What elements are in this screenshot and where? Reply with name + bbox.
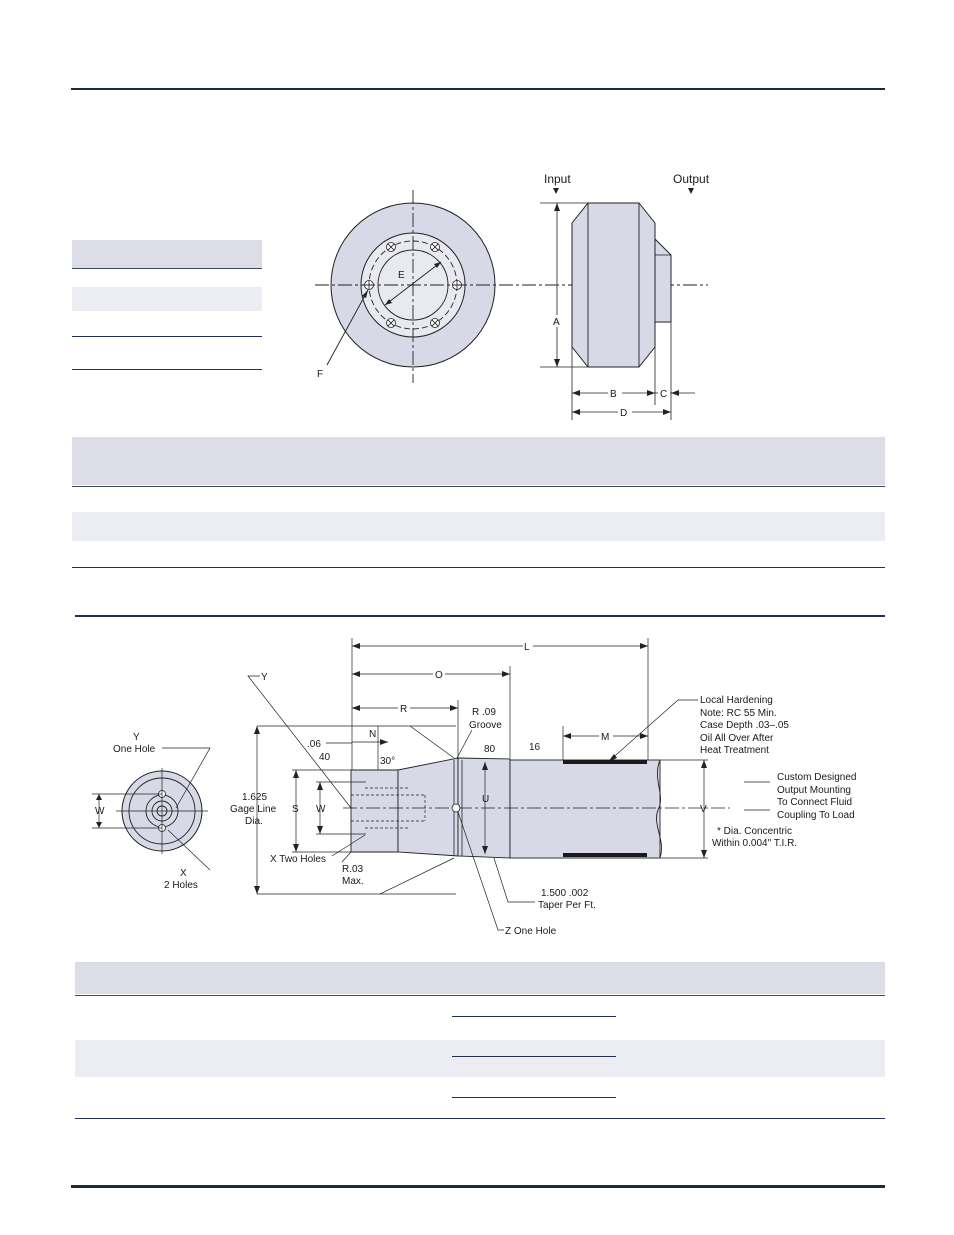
label-s: S	[292, 804, 299, 815]
taper-2: Taper Per Ft.	[538, 900, 596, 911]
shaft-break	[656, 759, 662, 859]
label-x-two-holes-2: 2 Holes	[164, 880, 198, 891]
dim-30: 30°	[380, 756, 395, 767]
label-y: Y	[261, 672, 268, 683]
label-o: O	[435, 670, 443, 681]
label-r: R	[400, 704, 407, 715]
label-x-two-holes: X	[180, 868, 187, 879]
table-1-divider	[72, 486, 885, 487]
table-1-header	[72, 437, 885, 485]
label-d: D	[620, 408, 627, 419]
label-l: L	[524, 642, 530, 653]
table-2-underline	[452, 1056, 616, 1057]
x-two-holes: X Two Holes	[270, 854, 326, 865]
custom-note: Custom Designed Output Mounting To Conne…	[777, 772, 856, 821]
input-arrow	[553, 188, 559, 194]
top-rule	[71, 88, 885, 90]
label-w: W	[316, 804, 326, 815]
hardening-note: Local Hardening Note: RC 55 Min. Case De…	[700, 695, 789, 756]
hardening-band-top	[563, 760, 647, 764]
svg-text:Note: RC 55 Min.: Note: RC 55 Min.	[700, 708, 777, 719]
dim-06: .06	[307, 739, 321, 750]
coupling-drawing: E F A B C D Input Output	[315, 172, 710, 420]
label-a: A	[553, 317, 560, 328]
hardening-band-bottom	[563, 853, 647, 857]
section-rule	[75, 615, 885, 617]
concentric-note: * Dia. Concentric Within 0.004" T.I.R.	[712, 826, 797, 849]
table-2-row	[75, 1040, 885, 1077]
table-1-row	[72, 512, 885, 541]
label-n: N	[369, 729, 376, 740]
label-output: Output	[673, 172, 710, 186]
z-one-hole: Z One Hole	[505, 926, 557, 937]
gage-1: 1.625	[242, 792, 267, 803]
coupling-side-hub	[654, 237, 672, 323]
label-w-end: W	[95, 806, 105, 817]
shaft-main	[509, 759, 661, 859]
svg-text:Within 0.004" T.I.R.: Within 0.004" T.I.R.	[712, 838, 797, 849]
gage-2: Gage Line	[230, 804, 277, 815]
label-y-one-hole: Y	[133, 732, 140, 743]
label-y-one-hole-2: One Hole	[113, 744, 156, 755]
table-2-underline	[452, 1097, 616, 1098]
threaded-bore	[351, 787, 426, 829]
bottom-rule	[71, 1185, 885, 1188]
dim-f-leader	[326, 289, 369, 366]
label-c: C	[660, 389, 667, 400]
label-m: M	[601, 732, 609, 743]
svg-text:Case Depth .03–.05: Case Depth .03–.05	[700, 720, 789, 731]
svg-text:Oil All Over After: Oil All Over After	[700, 733, 774, 744]
table-2-header	[75, 962, 885, 994]
small-table-header	[72, 240, 262, 268]
taper-1: 1.500 .002	[541, 888, 589, 899]
svg-text:Local Hardening: Local Hardening	[700, 695, 773, 706]
label-input: Input	[544, 172, 571, 186]
r03-1: R.03	[342, 864, 364, 875]
svg-text:Custom Designed: Custom Designed	[777, 772, 856, 783]
table-2-divider	[75, 995, 885, 996]
table-2-divider	[75, 1118, 885, 1119]
small-table-row	[72, 287, 262, 311]
shaft-taper	[397, 757, 459, 857]
svg-text:Output Mounting: Output Mounting	[777, 785, 851, 796]
small-table-divider	[72, 336, 262, 337]
shaft-drawing: W Y One Hole X 2 Holes L O R N M .06	[92, 638, 856, 937]
small-table-divider	[72, 369, 262, 370]
dim-e-line	[384, 261, 442, 306]
groove-2: Groove	[469, 720, 502, 731]
output-arrow	[688, 188, 694, 194]
r03-2: Max.	[342, 876, 364, 887]
svg-text:To Connect Fluid: To Connect Fluid	[777, 797, 852, 808]
small-table-divider	[72, 268, 262, 269]
table-2-underline	[452, 1016, 616, 1017]
dim-16: 16	[529, 742, 541, 753]
label-u: U	[482, 794, 489, 805]
svg-text:* Dia. Concentric: * Dia. Concentric	[717, 826, 792, 837]
label-v: V	[700, 804, 707, 815]
table-1-divider	[72, 567, 885, 568]
label-f: F	[317, 369, 323, 380]
dim-40: 40	[319, 752, 331, 763]
label-b: B	[610, 389, 617, 400]
dim-80: 80	[484, 744, 496, 755]
groove-1: R .09	[472, 707, 496, 718]
svg-text:Heat Treatment: Heat Treatment	[700, 745, 769, 756]
coupling-side-body	[571, 202, 656, 368]
svg-text:Coupling To Load: Coupling To Load	[777, 810, 855, 821]
label-e: E	[398, 270, 405, 281]
gage-3: Dia.	[245, 816, 263, 827]
